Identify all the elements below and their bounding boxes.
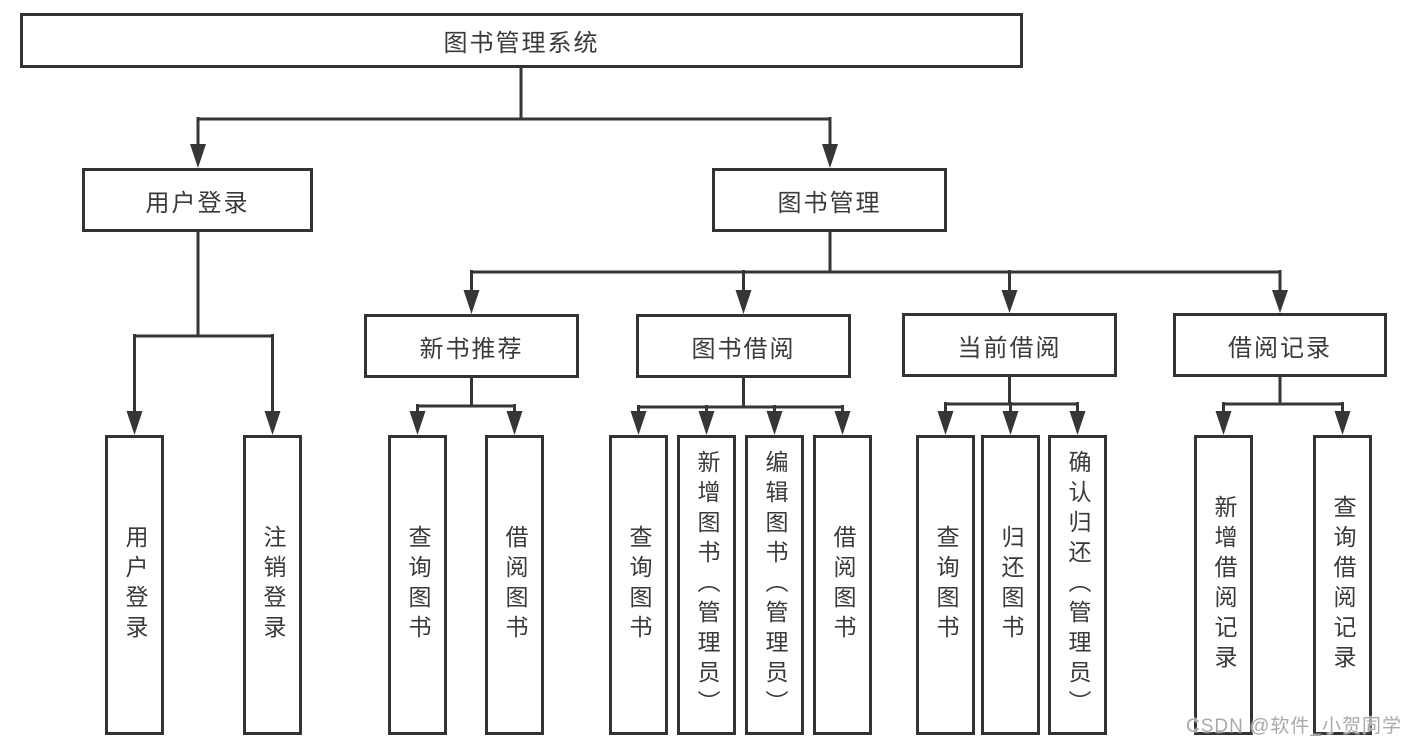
leaf-query-book-1-label: 查询图书 <box>405 525 431 645</box>
connector-book-borrow-branch <box>630 378 851 435</box>
leaf-borrow-book-2-label: 借阅图书 <box>830 525 856 645</box>
node-user-login-label: 用户登录 <box>145 189 250 217</box>
leaf-logout-label: 注销登录 <box>260 525 286 645</box>
leaf-return-book-label: 归还图书 <box>998 525 1024 645</box>
leaf-user-login-label: 用户登录 <box>122 525 148 645</box>
node-root-label: 图书管理系统 <box>443 30 600 57</box>
leaf-borrow-book-2: 借阅图书 <box>813 435 872 735</box>
node-book-management-label: 图书管理 <box>777 189 882 217</box>
leaf-add-borrow-record: 新增借阅记录 <box>1194 435 1253 735</box>
leaf-user-login: 用户登录 <box>105 435 164 735</box>
node-book-borrow-label: 图书借阅 <box>691 335 796 363</box>
leaf-return-book: 归还图书 <box>981 435 1040 735</box>
leaf-borrow-book-1-label: 借阅图书 <box>502 525 528 645</box>
leaf-confirm-return-admin-label: 确认归还（管理员） <box>1065 450 1091 720</box>
node-root: 图书管理系统 <box>20 13 1023 68</box>
leaf-logout: 注销登录 <box>243 435 302 735</box>
leaf-borrow-book-1: 借阅图书 <box>485 435 544 735</box>
leaf-query-book-1: 查询图书 <box>388 435 447 735</box>
connector-new-book-branch <box>409 378 523 435</box>
leaf-query-book-3-label: 查询图书 <box>933 525 959 645</box>
node-new-book-recommend-label: 新书推荐 <box>419 335 524 363</box>
leaf-query-book-2: 查询图书 <box>609 435 668 735</box>
leaf-query-book-3: 查询图书 <box>916 435 975 735</box>
connector-book-management-split <box>463 232 1288 314</box>
leaf-add-book-admin: 新增图书（管理员） <box>677 435 736 735</box>
leaf-add-book-admin-label: 新增图书（管理员） <box>694 450 720 720</box>
leaf-add-borrow-record-label: 新增借阅记录 <box>1211 495 1237 675</box>
node-current-borrow-label: 当前借阅 <box>957 334 1062 362</box>
leaf-edit-book-admin-label: 编辑图书（管理员） <box>762 450 788 720</box>
node-new-book-recommend: 新书推荐 <box>364 314 579 378</box>
node-current-borrow: 当前借阅 <box>902 313 1117 377</box>
connector-borrow-records-branch <box>1215 377 1351 435</box>
node-user-login: 用户登录 <box>82 168 313 232</box>
connector-root-split <box>190 68 838 168</box>
csdn-watermark: CSDN @软件_小贺同学 <box>1186 716 1402 737</box>
leaf-query-borrow-record-label: 查询借阅记录 <box>1330 495 1356 675</box>
node-book-borrow: 图书借阅 <box>636 314 851 378</box>
node-book-management: 图书管理 <box>712 168 947 232</box>
node-borrow-records-label: 借阅记录 <box>1228 334 1332 362</box>
leaf-query-book-2-label: 查询图书 <box>626 525 652 645</box>
connector-current-borrow-branch <box>937 377 1086 435</box>
node-borrow-records: 借阅记录 <box>1173 313 1387 377</box>
connector-user-login-branch <box>126 232 281 435</box>
leaf-confirm-return-admin: 确认归还（管理员） <box>1048 435 1107 735</box>
leaf-query-borrow-record: 查询借阅记录 <box>1313 435 1372 735</box>
leaf-edit-book-admin: 编辑图书（管理员） <box>745 435 804 735</box>
